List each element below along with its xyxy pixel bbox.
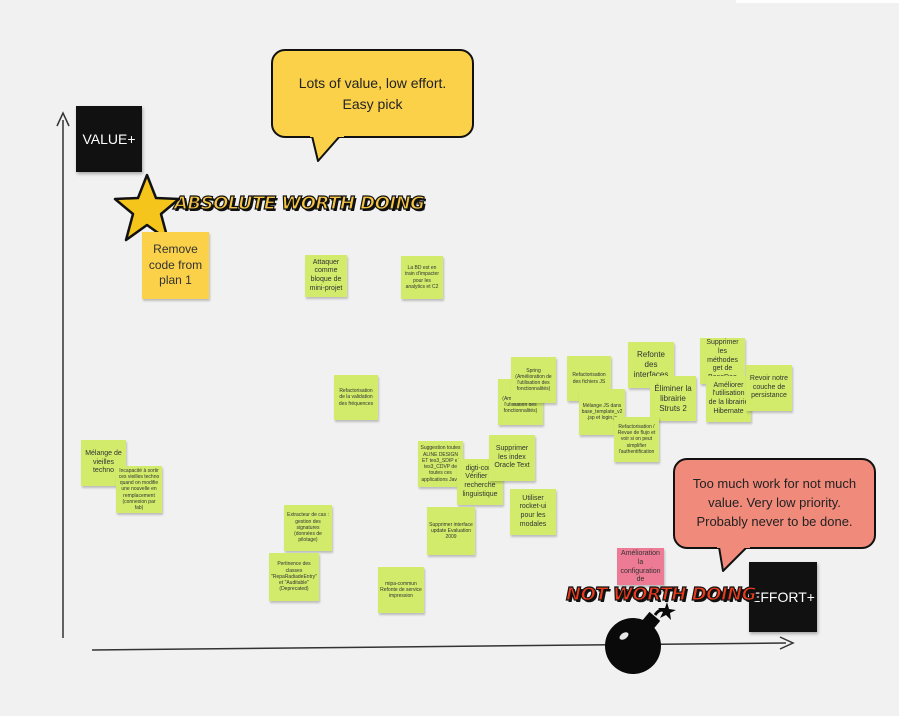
- sticky-note[interactable]: mipa-commun Refonte de service impressio…: [378, 567, 424, 613]
- sticky-note[interactable]: Suggestion toutes ALINE DESIGN ET tes3_S…: [418, 441, 463, 487]
- sticky-note[interactable]: Utiliser rocket-ui pour les modales: [510, 489, 556, 535]
- sticky-note[interactable]: Extracteur de cas : gestion des signatur…: [284, 505, 332, 551]
- easy-pick-callout-tail: [310, 134, 344, 162]
- not-worth-doing-stamp[interactable]: NOT WORTH DOING: [565, 583, 757, 605]
- sticky-note[interactable]: Revoir notre couche de persistance: [746, 365, 792, 411]
- easy-pick-callout-text: Lots of value, low effort. Easy pick: [298, 75, 447, 112]
- top-toolbar-edge: [736, 0, 899, 3]
- sticky-note[interactable]: Amélioration la configuration de l'orche…: [617, 548, 664, 585]
- bomb-icon[interactable]: [600, 600, 680, 678]
- easy-pick-callout[interactable]: Lots of value, low effort. Easy pick: [271, 49, 474, 138]
- effort-axis: [91, 636, 795, 651]
- sticky-note[interactable]: Refactorisation / Revue de flujo et voir…: [614, 417, 659, 462]
- sticky-note[interactable]: Remove code from plan 1: [142, 232, 209, 299]
- sticky-note[interactable]: Attaquer comme bloque de mini-projet: [305, 255, 347, 297]
- low-priority-callout-text: Too much work for not much value. Very l…: [692, 476, 857, 529]
- sticky-note[interactable]: Pertinence des classes "RepaRadiadeEntry…: [269, 553, 319, 601]
- low-priority-callout-tail: [717, 545, 750, 572]
- sticky-note[interactable]: Refactorisation de la validation des fré…: [334, 375, 378, 420]
- value-axis: [56, 111, 70, 638]
- sticky-note[interactable]: Mélange de vieilles techno: [81, 440, 126, 486]
- sticky-note[interactable]: Spring (Amélioration de l'utilisation de…: [511, 357, 556, 403]
- value-axis-label[interactable]: VALUE+: [76, 106, 142, 172]
- sticky-note[interactable]: Améliorer l'utilisation de la librairie …: [706, 376, 751, 422]
- effort-axis-label[interactable]: EFFORT+: [749, 562, 817, 632]
- sticky-note[interactable]: La BD est en train d'impacter pour les a…: [401, 256, 443, 299]
- sticky-note[interactable]: Supprimer interface update Evaluation 20…: [427, 507, 475, 555]
- sticky-note[interactable]: Incapacité à sortir ces vieilles techno …: [116, 466, 162, 513]
- sticky-note[interactable]: Éliminer la librairie Struts 2: [650, 376, 696, 421]
- star-icon[interactable]: [113, 172, 181, 244]
- absolute-worth-doing-stamp[interactable]: ABSOLUTE WORTH DOING: [173, 192, 425, 214]
- sticky-note[interactable]: Supprimer les index Oracle Text: [489, 435, 535, 481]
- low-priority-callout[interactable]: Too much work for not much value. Very l…: [673, 458, 876, 549]
